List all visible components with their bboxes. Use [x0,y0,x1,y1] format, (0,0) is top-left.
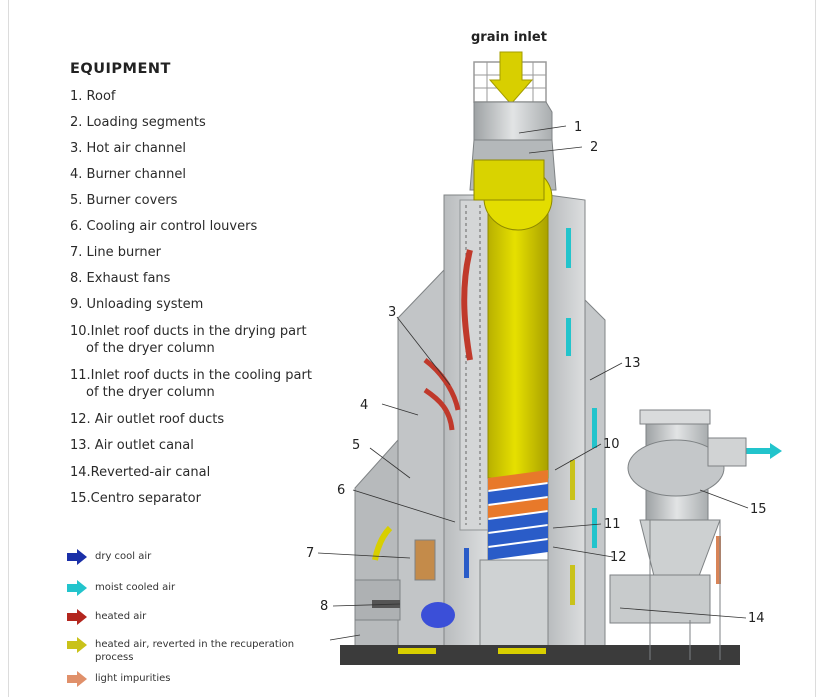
callout-15: 15 [750,502,767,517]
callout-4: 4 [360,398,368,413]
roof-platform [473,51,553,141]
page-frame [8,0,816,697]
equipment-item: 6. Cooling air control louvers [70,219,258,234]
equipment-item: 14.Reverted-air canal [70,465,211,480]
equipment-item: 2. Loading segments [70,115,206,130]
equipment-list: 1. Roof 2. Loading segments 3. Hot air c… [70,88,330,507]
callout-6: 6 [337,483,345,498]
equipment-item: 7. Line burner [70,245,161,260]
callout-11: 11 [604,517,621,532]
equipment-item: 13. Air outlet canal [70,438,194,453]
callout-8: 8 [320,599,328,614]
airflow-arrows [372,228,782,654]
callout-3: 3 [388,305,396,320]
equipment-title: EQUIPMENT [70,61,171,77]
equipment-item: 8. Exhaust fans [70,271,171,286]
equipment-item: 12. Air outlet roof ducts [70,412,225,427]
roof-ducts [488,470,548,560]
callout-5: 5 [352,438,360,453]
callout-7: 7 [306,546,314,561]
dry-cool-air-arrow-icon [67,549,87,565]
equipment-item: 9. Unloading system [70,297,204,312]
yellow-grain-duct [473,159,553,479]
grain-inlet-label: grain inlet [471,30,547,45]
callout-numbers: 1 2 3 4 5 6 7 8 10 11 12 13 14 15 [306,120,767,626]
callout-13: 13 [624,356,641,371]
reverted-heated-air-arrow-icon [67,637,87,653]
equipment-item: 5. Burner covers [70,193,178,208]
equipment-item: 1. Roof [70,89,116,104]
callout-1: 1 [574,120,582,135]
callout-2: 2 [590,140,598,155]
callout-12: 12 [610,550,627,565]
heated-air-arrow-icon [67,609,87,625]
light-impurities-arrow-icon [67,671,87,687]
centro-separator [609,409,747,660]
grain-inlet-arrow-icon [488,51,534,105]
callout-10: 10 [603,437,620,452]
moist-cooled-air-arrow-icon [67,580,87,596]
equipment-item: 4. Burner channel [70,167,186,182]
callout-14: 14 [748,611,765,626]
burner-assembly [354,539,436,621]
equipment-item: 3. Hot air channel [70,141,186,156]
grain-dryer-diagram: grain inlet [306,30,782,665]
callout-leaders [317,125,749,641]
equipment-item: 15.Centro separator [70,491,201,506]
